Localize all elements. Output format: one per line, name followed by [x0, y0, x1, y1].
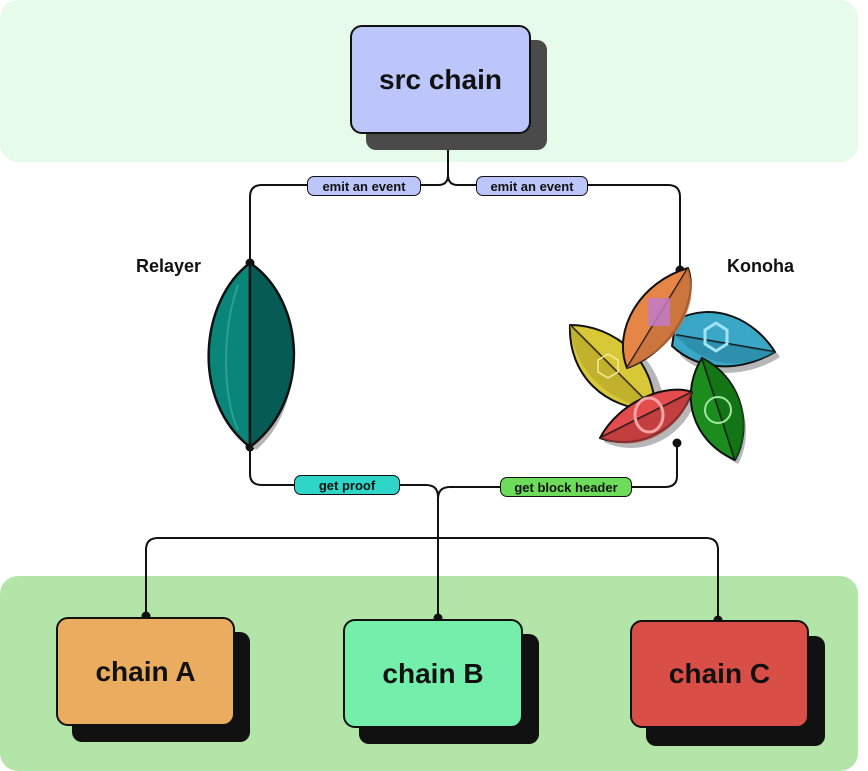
chain-c-node: chain C	[630, 620, 809, 728]
edge-distribution	[145, 537, 719, 620]
chain-b-label: chain B	[382, 657, 484, 689]
emit-event-right-label: emit an event	[476, 176, 588, 196]
chain-b-node: chain B	[343, 619, 523, 728]
relayer-leaf-icon	[207, 261, 296, 450]
chain-a-node: chain A	[56, 617, 235, 726]
edge-konoha-chains	[437, 443, 678, 500]
get-proof-label: get proof	[294, 475, 400, 495]
get-block-header-label: get block header	[500, 477, 632, 497]
chain-c-label: chain C	[668, 658, 771, 689]
edge-src-relayer	[249, 133, 449, 263]
edge-src-konoha	[447, 174, 681, 270]
relayer-label: Relayer	[136, 256, 202, 276]
edge-relayer-chains	[249, 447, 439, 618]
konoha-leaves-icon	[568, 267, 780, 464]
chain-a-label: chain A	[95, 655, 196, 687]
src-chain-label: src chain	[379, 63, 502, 95]
src-chain-node: src chain	[350, 25, 531, 134]
emit-event-left-label: emit an event	[307, 176, 421, 196]
konoha-label: Konoha	[727, 256, 794, 276]
